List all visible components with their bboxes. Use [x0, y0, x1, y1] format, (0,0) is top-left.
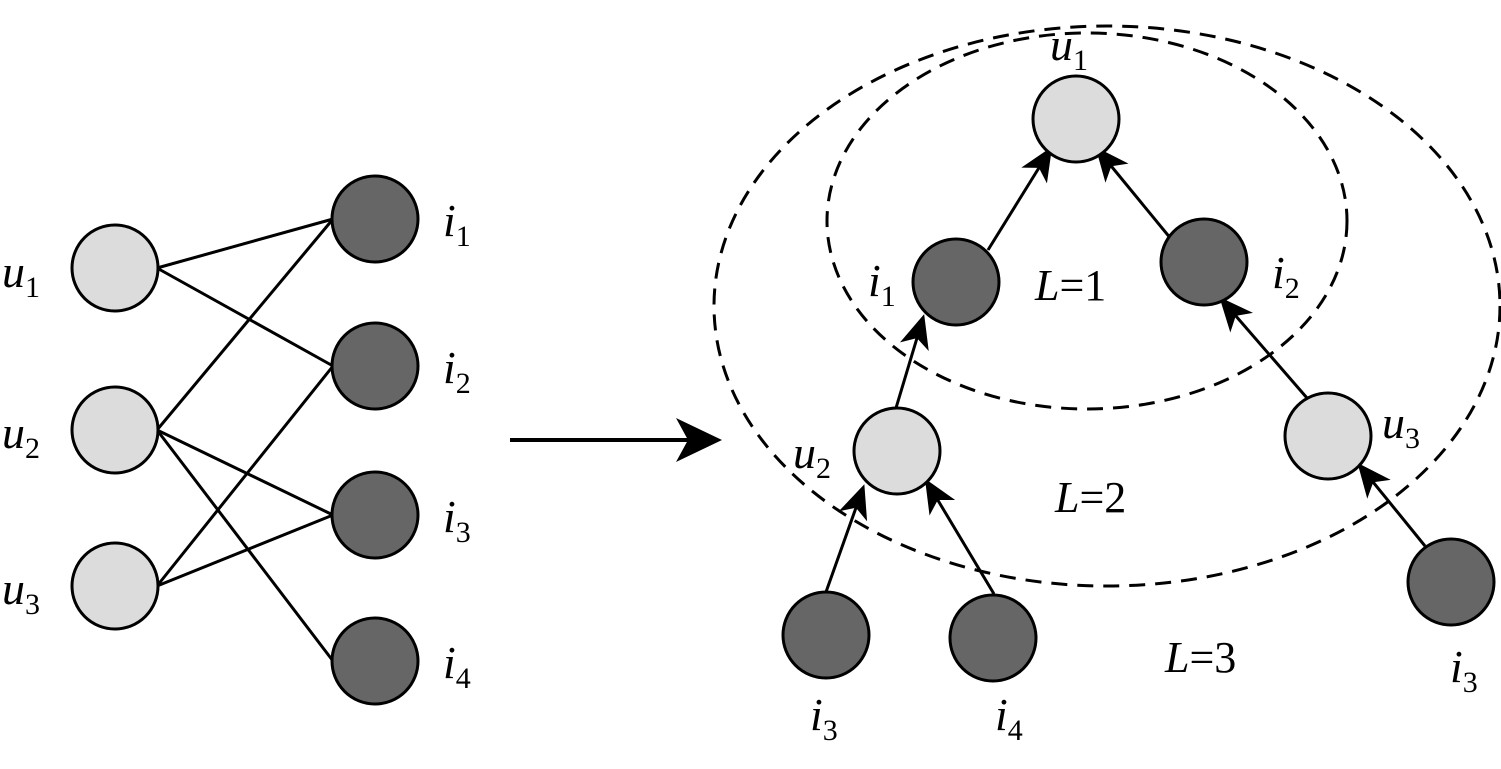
item-label-i3: i3 [443, 491, 471, 549]
tree-label-i3-right: i3 [1450, 641, 1478, 699]
user-node-u3 [70, 541, 160, 631]
tree-node-u3 [1283, 391, 1373, 481]
edge-u2-i1 [155, 218, 335, 431]
edge-u2-i4 [155, 429, 335, 662]
item-label-i1: i1 [443, 195, 471, 253]
bipartite-edges [155, 217, 335, 662]
edge-u3-i3 [156, 513, 334, 588]
tree-node-i3-left [781, 590, 871, 680]
propagation-tree: u1 i1 i2 u2 u3 i3 i4 i3 L=1 L=2 L=3 [712, 19, 1501, 747]
tree-edge-i2-u1 [1095, 146, 1178, 246]
tree-edge-i3-u3 [1357, 462, 1427, 547]
tree-edge-i1-u1 [986, 146, 1053, 251]
tree-node-i4 [948, 593, 1038, 683]
tree-edge-u3-i2 [1219, 296, 1309, 399]
item-label-i2: i2 [443, 342, 471, 400]
tree-label-i3-left: i3 [810, 689, 838, 747]
edge-u3-i2 [155, 365, 335, 587]
edge-u1-i2 [156, 266, 334, 368]
edge-u2-i3 [156, 428, 334, 517]
tree-node-u2 [852, 406, 942, 496]
bipartite-graph: u1 u2 u3 i1 i2 i3 i4 [2, 174, 471, 706]
user-label-u2: u2 [2, 407, 40, 465]
item-node-i3 [330, 470, 420, 560]
layer-ring-l2 [712, 24, 1501, 588]
item-node-i4 [330, 616, 420, 706]
user-label-u1: u1 [2, 246, 40, 304]
tree-edge-u2-i1 [894, 314, 929, 409]
tree-label-root-u1: u1 [1050, 19, 1088, 77]
item-node-i2 [330, 321, 420, 411]
transform-arrow-head [676, 418, 722, 462]
tree-node-root-u1 [1031, 74, 1121, 164]
tree-edges [824, 146, 1427, 595]
layer-label-l1: L=1 [1034, 261, 1106, 310]
tree-edge-i4-u2 [924, 478, 996, 595]
layer-ring-l1 [825, 31, 1349, 411]
tree-node-i3-right [1406, 537, 1496, 627]
edge-u1-i1 [156, 217, 334, 270]
tree-edge-i3-u2 [824, 484, 868, 593]
item-node-i1 [330, 174, 420, 264]
item-label-i4: i4 [443, 637, 471, 695]
tree-node-i2 [1159, 217, 1249, 307]
tree-node-i1 [911, 237, 1001, 327]
transform-arrow [510, 418, 722, 462]
user-label-u3: u3 [2, 563, 40, 621]
tree-label-u2: u2 [793, 427, 831, 485]
tree-label-u3: u3 [1382, 397, 1420, 455]
tree-label-i1: i1 [868, 255, 896, 313]
tree-label-i4: i4 [995, 689, 1023, 747]
layer-label-l3: L=3 [1164, 633, 1236, 682]
tree-label-i2: i2 [1272, 247, 1300, 305]
layer-label-l2: L=2 [1054, 473, 1126, 522]
user-node-u1 [70, 223, 160, 313]
user-node-u2 [70, 385, 160, 475]
